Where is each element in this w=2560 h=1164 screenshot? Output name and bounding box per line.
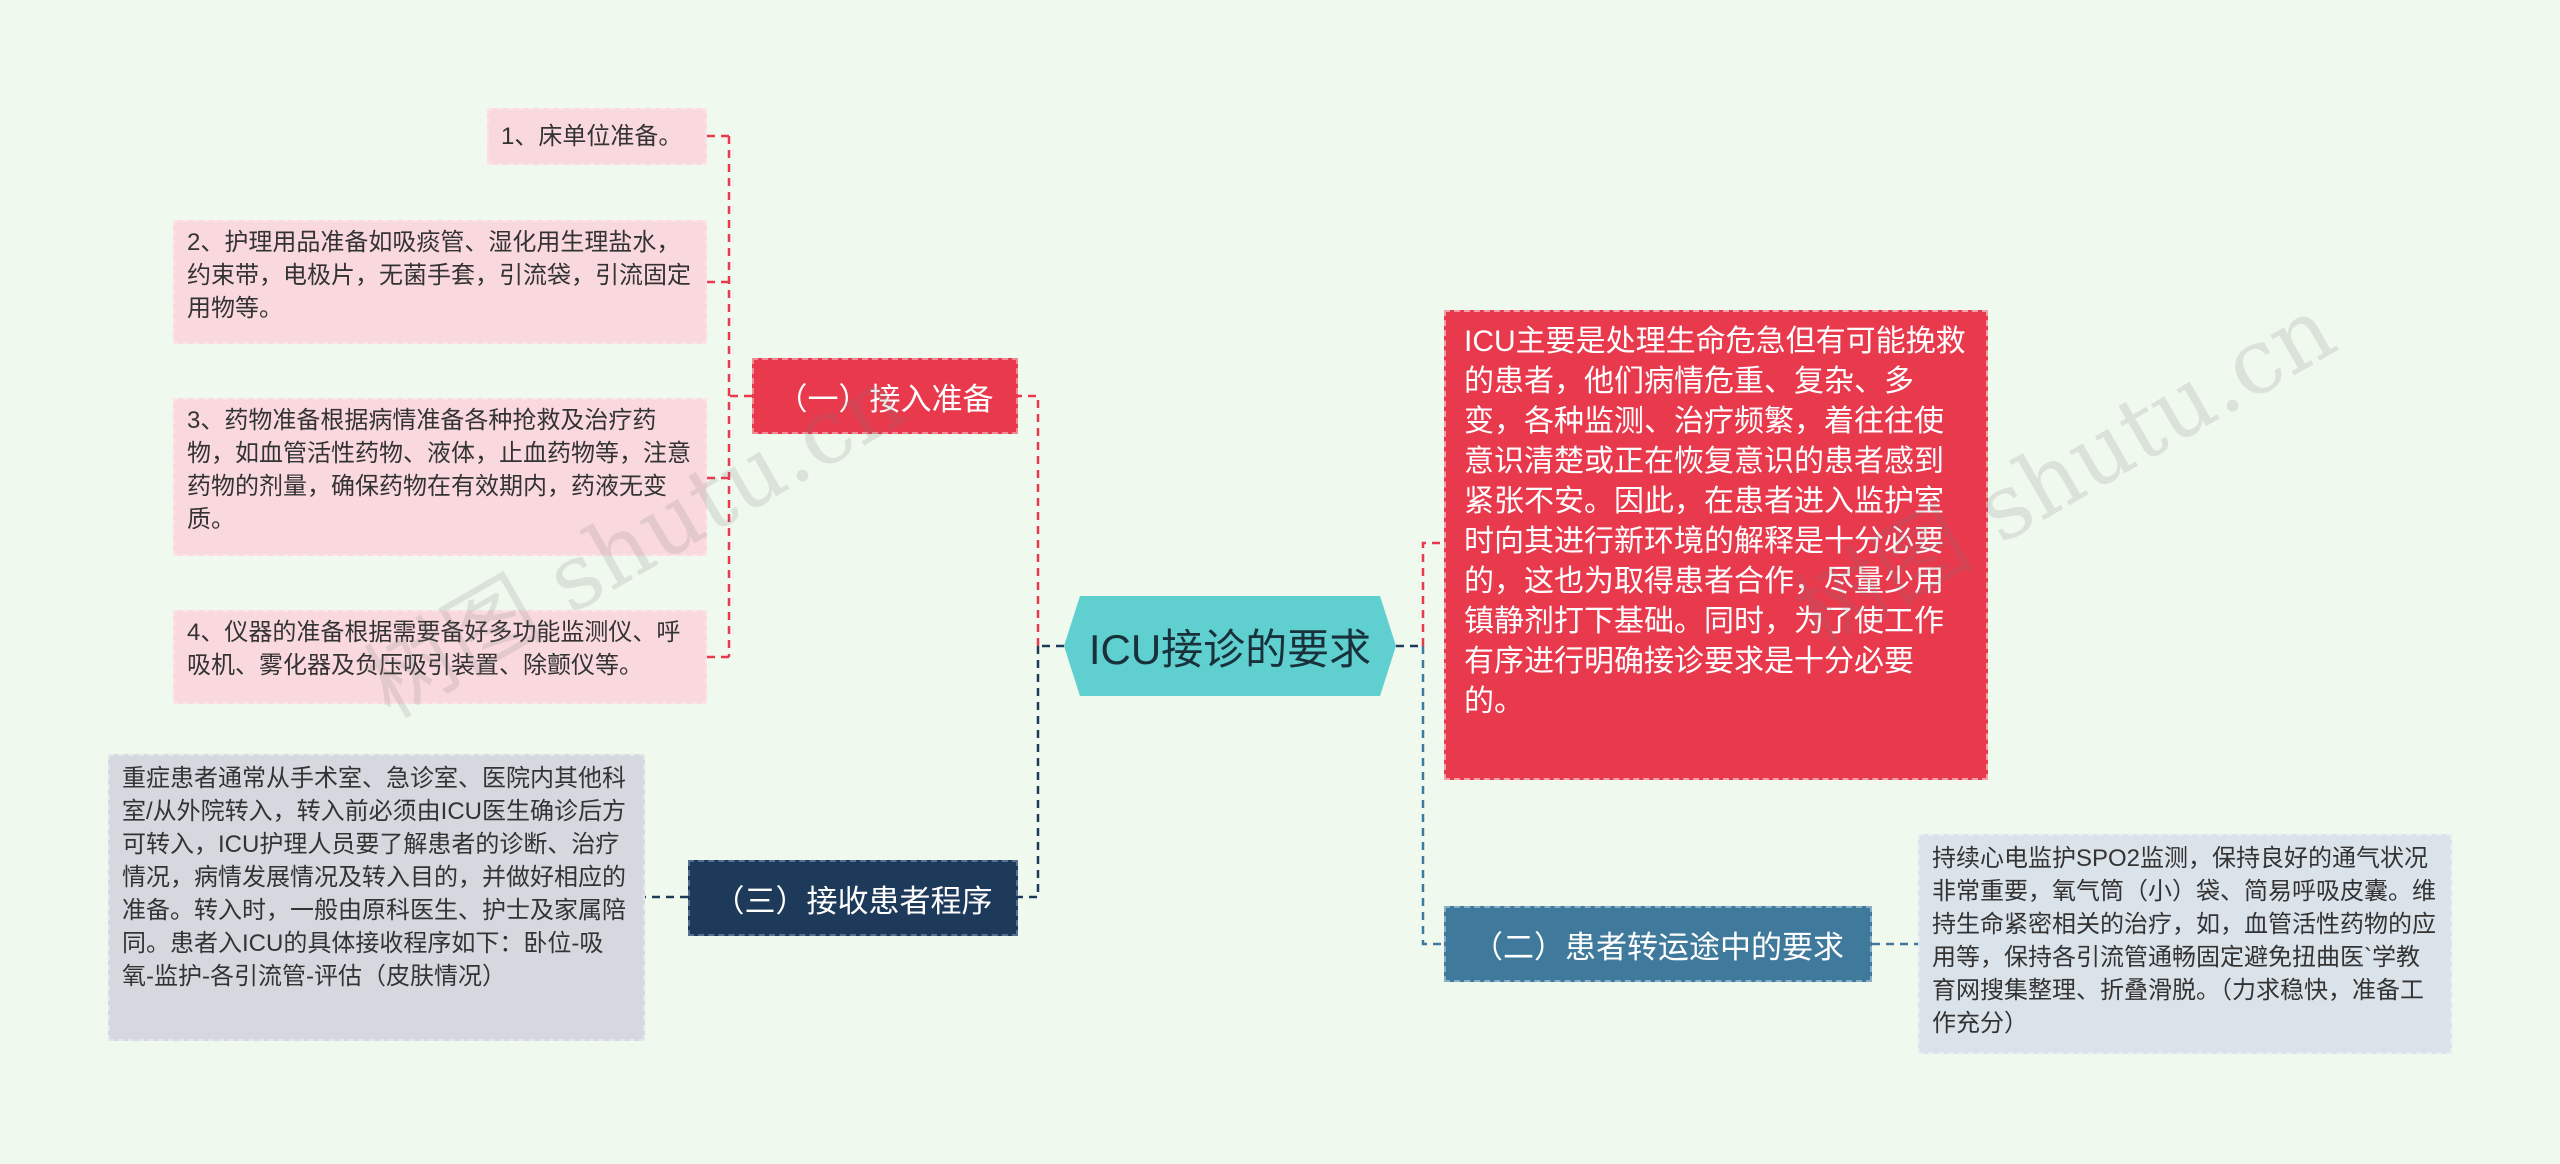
leaf-transport-details-text: 持续心电监护SPO2监测，保持良好的通气状况非常重要，氧气筒（小）袋、简易呼吸皮… [1932,845,2436,1037]
leaf-receive-procedure[interactable]: 重症患者通常从手术室、急诊室、医院内其他科室/从外院转入，转入前必须由ICU医生… [108,754,645,1041]
branch-transport-requirements[interactable]: （二）患者转运途中的要求 [1444,906,1872,982]
branch-preparation-label: （一）接入准备 [776,381,994,417]
branch-transport-requirements-label: （二）患者转运途中的要求 [1472,929,1844,965]
central-topic-label: ICU接诊的要求 [1088,625,1372,673]
leaf-transport-details[interactable]: 持续心电监护SPO2监测，保持良好的通气状况非常重要，氧气筒（小）袋、简易呼吸皮… [1918,834,2452,1054]
leaf-equipment-preparation[interactable]: 4、仪器的准备根据需要备好多功能监测仪、呼吸机、雾化器及负压吸引装置、除颤仪等。 [173,610,707,704]
central-topic[interactable]: ICU接诊的要求 [1064,596,1396,696]
leaf-receive-procedure-text: 重症患者通常从手术室、急诊室、医院内其他科室/从外院转入，转入前必须由ICU医生… [122,765,626,990]
branch-preparation[interactable]: （一）接入准备 [752,358,1018,434]
connector-center-b1 [1018,394,1040,646]
leaf-equipment-preparation-text: 4、仪器的准备根据需要备好多功能监测仪、呼吸机、雾化器及负压吸引装置、除颤仪等。 [187,619,681,679]
branch-receive-procedure[interactable]: （三）接收患者程序 [688,860,1018,936]
connector-center-transport [1421,646,1444,946]
leaf-icu-introduction[interactable]: ICU主要是处理生命危急但有可能挽救的患者，他们病情危重、复杂、多变，各种监测、… [1444,310,1988,780]
leaf-bed-preparation[interactable]: 1、床单位准备。 [487,108,707,165]
connector-center-intro [1421,541,1444,646]
leaf-supplies-preparation-text: 2、护理用品准备如吸痰管、湿化用生理盐水，约束带，电极片，无菌手套，引流袋，引流… [187,229,691,322]
leaf-bed-preparation-text: 1、床单位准备。 [501,123,683,150]
branch-receive-procedure-label: （三）接收患者程序 [713,883,993,919]
leaf-icu-introduction-text: ICU主要是处理生命危急但有可能挽救的患者，他们病情危重、复杂、多变，各种监测、… [1464,325,1966,718]
connector-center-b3 [1018,646,1040,899]
leaf-drug-preparation-text: 3、药物准备根据病情准备各种抢救及治疗药物，如血管活性药物、液体，止血药物等，注… [187,407,691,533]
leaf-drug-preparation[interactable]: 3、药物准备根据病情准备各种抢救及治疗药物，如血管活性药物、液体，止血药物等，注… [173,398,707,556]
leaf-supplies-preparation[interactable]: 2、护理用品准备如吸痰管、湿化用生理盐水，约束带，电极片，无菌手套，引流袋，引流… [173,220,707,344]
